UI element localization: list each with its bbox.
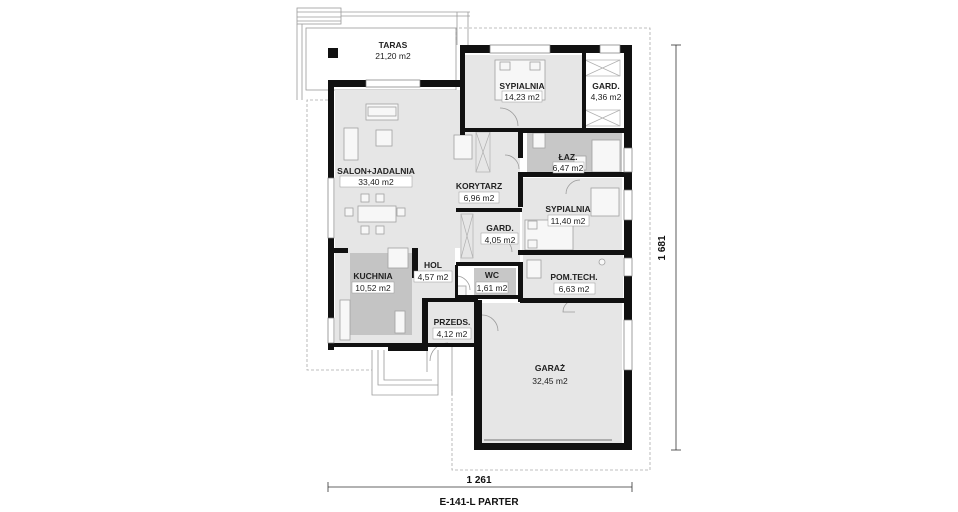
wardrobe-hatching [460, 59, 621, 259]
room-label-korytarz: KORYTARZ [456, 181, 502, 191]
room-label-laz: ŁAZ. [559, 152, 578, 162]
room-label-gard-2: GARD. [486, 223, 513, 233]
room-area-przeds: 4,12 m2 [437, 329, 468, 339]
room-label-salon-jadalnia: SALON+JADALNIA [337, 166, 415, 176]
height-dimension [671, 44, 681, 451]
room-label-przeds: PRZEDS. [434, 317, 471, 327]
terrace-post [328, 48, 338, 58]
room-label-hol: HOL [424, 260, 442, 270]
room-area-laz: 6,47 m2 [553, 163, 584, 173]
windows [327, 44, 633, 371]
room-area-hol: 4,57 m2 [418, 272, 449, 282]
width-dimension-label: 1 261 [466, 475, 491, 486]
room-label-pom-tech: POM.TECH. [550, 272, 597, 282]
room-label-garaz: GARAŻ [535, 363, 565, 373]
room-area-korytarz: 6,96 m2 [464, 193, 495, 203]
plan-title: E-141-L PARTER [439, 497, 519, 508]
width-dimension [327, 482, 633, 492]
room-label-wc: WC [485, 270, 499, 280]
room-label-taras: TARAS [379, 40, 408, 50]
room-area-taras: 21,20 m2 [375, 51, 411, 61]
room-area-garaz: 32,45 m2 [532, 376, 568, 386]
room-area-pom-tech: 6,63 m2 [559, 284, 590, 294]
room-area-sypialnia-1: 14,23 m2 [504, 92, 540, 102]
room-area-salon-jadalnia: 33,40 m2 [358, 177, 394, 187]
room-area-wc: 1,61 m2 [477, 283, 508, 293]
entrance-steps [371, 345, 453, 396]
room-label-kuchnia: KUCHNIA [353, 271, 392, 281]
room-label-sypialnia-2: SYPIALNIA [545, 204, 590, 214]
room-area-kuchnia: 10,52 m2 [355, 283, 391, 293]
room-labels: TARAS 21,20 m2 SYPIALNIA 14,23 m2 GARD. … [337, 40, 621, 386]
room-label-gard-1: GARD. [592, 81, 619, 91]
room-area-sypialnia-2: 11,40 m2 [551, 216, 586, 226]
room-area-gard-1: 4,36 m2 [591, 92, 622, 102]
room-label-sypialnia-1: SYPIALNIA [499, 81, 544, 91]
room-area-gard-2: 4,05 m2 [485, 235, 516, 245]
height-dimension-label: 1 681 [657, 235, 668, 260]
